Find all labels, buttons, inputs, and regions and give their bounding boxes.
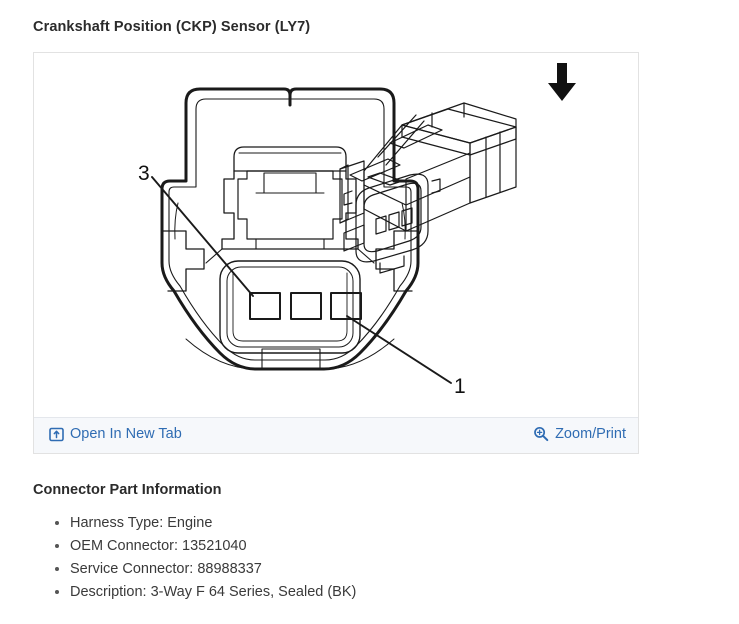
open-in-new-tab-icon	[48, 426, 64, 442]
image-viewer-panel: 3 1 Open In New Tab	[33, 52, 639, 454]
connector-part-information-heading: Connector Part Information	[33, 482, 222, 498]
callout-label-3: 3	[138, 162, 150, 185]
connector-part-information-list: Harness Type: Engine OEM Connector: 1352…	[48, 512, 356, 604]
list-item: Harness Type: Engine	[70, 512, 356, 535]
callout-label-1: 1	[454, 375, 466, 398]
magnifier-plus-icon	[533, 426, 549, 442]
viewer-toolbar: Open In New Tab Zoom/Print	[34, 417, 638, 453]
open-in-new-tab-button[interactable]: Open In New Tab	[48, 426, 182, 442]
zoom-print-button[interactable]: Zoom/Print	[533, 426, 626, 442]
list-item: Service Connector: 88988337	[70, 558, 356, 581]
page-title: Crankshaft Position (CKP) Sensor (LY7)	[33, 19, 311, 35]
zoom-print-label: Zoom/Print	[555, 426, 626, 442]
down-arrow-icon	[548, 63, 576, 101]
list-item: Description: 3-Way F 64 Series, Sealed (…	[70, 581, 356, 604]
connector-line-drawing: 3 1	[138, 63, 576, 398]
connector-diagram: 3 1	[34, 53, 638, 417]
open-in-new-tab-label: Open In New Tab	[70, 426, 182, 442]
list-item: OEM Connector: 13521040	[70, 535, 356, 558]
